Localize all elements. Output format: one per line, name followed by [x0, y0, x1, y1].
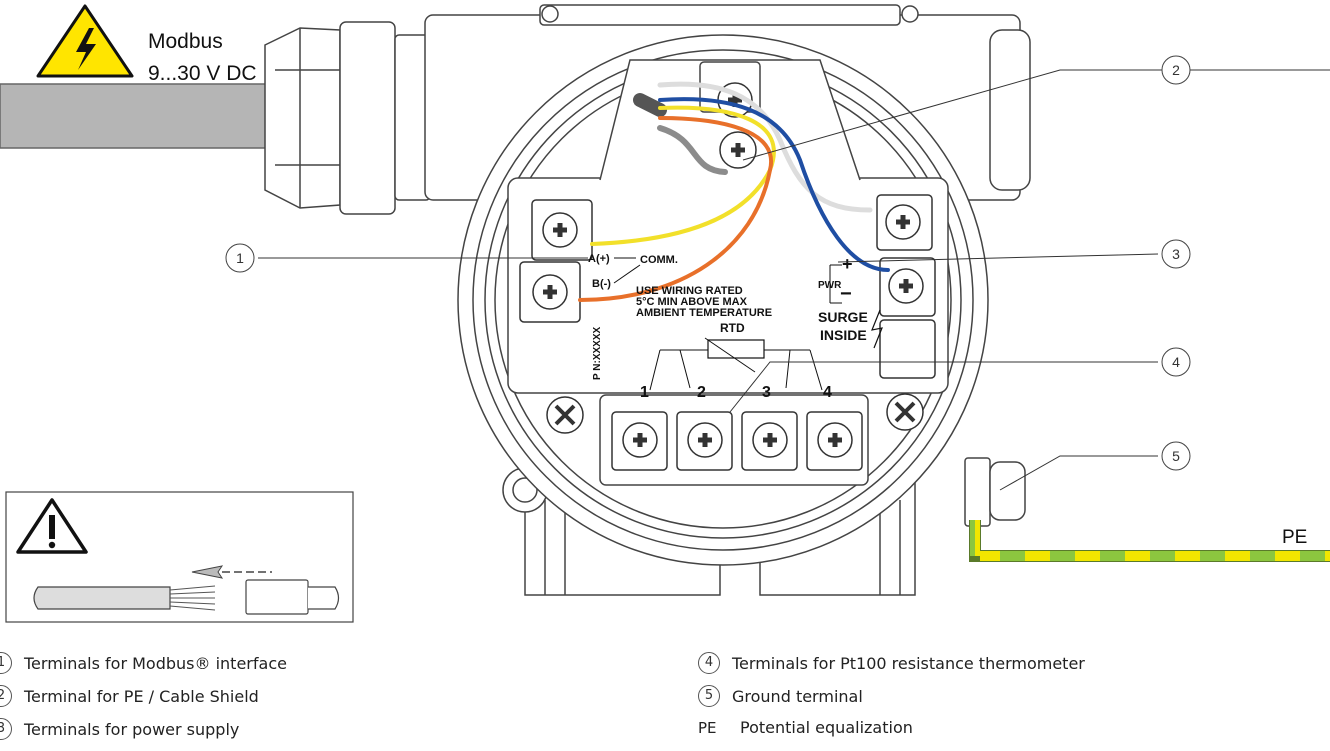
- callout-4: 4: [1172, 354, 1180, 370]
- minus-label: −: [840, 283, 852, 305]
- stranded-wire-icon: [33, 585, 216, 611]
- terminal-screws: [519, 82, 936, 471]
- comm-b-label: B(-): [592, 278, 611, 290]
- callout-2: 2: [1172, 62, 1180, 78]
- callout-circle-5: [1161, 441, 1191, 471]
- pe-label: PE: [1282, 527, 1307, 548]
- ground-terminal: [964, 457, 1026, 527]
- legend-item-4: 4 Terminals for Pt100 resistance thermom…: [698, 652, 1085, 674]
- part-number-label: P N:XXXXX: [592, 327, 603, 380]
- supply-voltage: 9...30 V DC: [148, 62, 257, 85]
- callouts: [225, 55, 1191, 471]
- legend-num-5: 5: [698, 685, 720, 707]
- legend-item-1: 1 Terminals for Modbus® interface: [0, 652, 287, 674]
- surge-label-2: INSIDE: [820, 327, 867, 343]
- pe-wire: [969, 520, 1330, 562]
- callout-3: 3: [1172, 246, 1180, 262]
- rtd-terminal-3: 3: [762, 384, 771, 401]
- callout-circle-4: [1161, 347, 1191, 377]
- arrow-left-icon: [191, 565, 272, 579]
- legend-item-3: 3 Terminals for power supply: [0, 718, 239, 740]
- caution-icon: [16, 498, 88, 554]
- callout-leaders: [258, 69, 1330, 491]
- electrical-warning-icon: [36, 4, 134, 78]
- legend-num-3: 3: [0, 718, 12, 740]
- legend-item-5: 5 Ground terminal: [698, 685, 863, 707]
- legend-text-pe: Potential equalization: [740, 718, 913, 737]
- rtd-terminal-4: 4: [823, 384, 832, 401]
- internal-wires: [578, 81, 890, 302]
- callout-5: 5: [1172, 448, 1180, 464]
- legend-num-1: 1: [0, 652, 12, 674]
- callout-numbers: 1 2 3 4 5: [236, 62, 1180, 464]
- wiring-note-1: USE WIRING RATED: [636, 285, 743, 297]
- legend-text-2: Terminal for PE / Cable Shield: [24, 686, 259, 706]
- supply-protocol: Modbus: [148, 30, 223, 53]
- board-markings: A(+) B(-) COMM. USE WIRING RATED 5°C MIN…: [588, 253, 883, 401]
- callout-circle-2: [1161, 55, 1191, 85]
- comm-label: COMM.: [640, 254, 678, 266]
- legend-text-5: Ground terminal: [732, 686, 863, 706]
- legend-num-2: 2: [0, 685, 12, 707]
- callout-1: 1: [236, 250, 244, 266]
- ferrule-instruction-box: [5, 491, 354, 623]
- legend-abbr-pe: PE: [698, 718, 717, 737]
- callout-circle-1: [225, 243, 255, 273]
- wiring-note-2: 5°C MIN ABOVE MAX: [636, 296, 748, 308]
- legend-num-4: 4: [698, 652, 720, 674]
- rtd-terminal-2: 2: [697, 384, 706, 401]
- legend-item-pe: PE Potential equalization: [698, 718, 913, 737]
- rtd-symbol: [707, 339, 765, 359]
- legend-text-4: Terminals for Pt100 resistance thermomet…: [732, 653, 1085, 673]
- legend-text-3: Terminals for power supply: [24, 719, 240, 739]
- callout-circle-3: [1161, 239, 1191, 269]
- legend-text-1: Terminals for Modbus® interface: [24, 653, 287, 673]
- legend-item-2: 2 Terminal for PE / Cable Shield: [0, 685, 259, 707]
- comm-a-label: A(+): [588, 253, 610, 265]
- surge-label-1: SURGE: [818, 309, 868, 325]
- rtd-label: RTD: [720, 321, 745, 335]
- rtd-terminal-1: 1: [640, 384, 649, 401]
- cable-gland: [264, 21, 431, 215]
- wiring-note-3: AMBIENT TEMPERATURE: [636, 307, 772, 319]
- wire-ferrule-icon: [245, 579, 340, 615]
- plus-label: +: [842, 254, 853, 274]
